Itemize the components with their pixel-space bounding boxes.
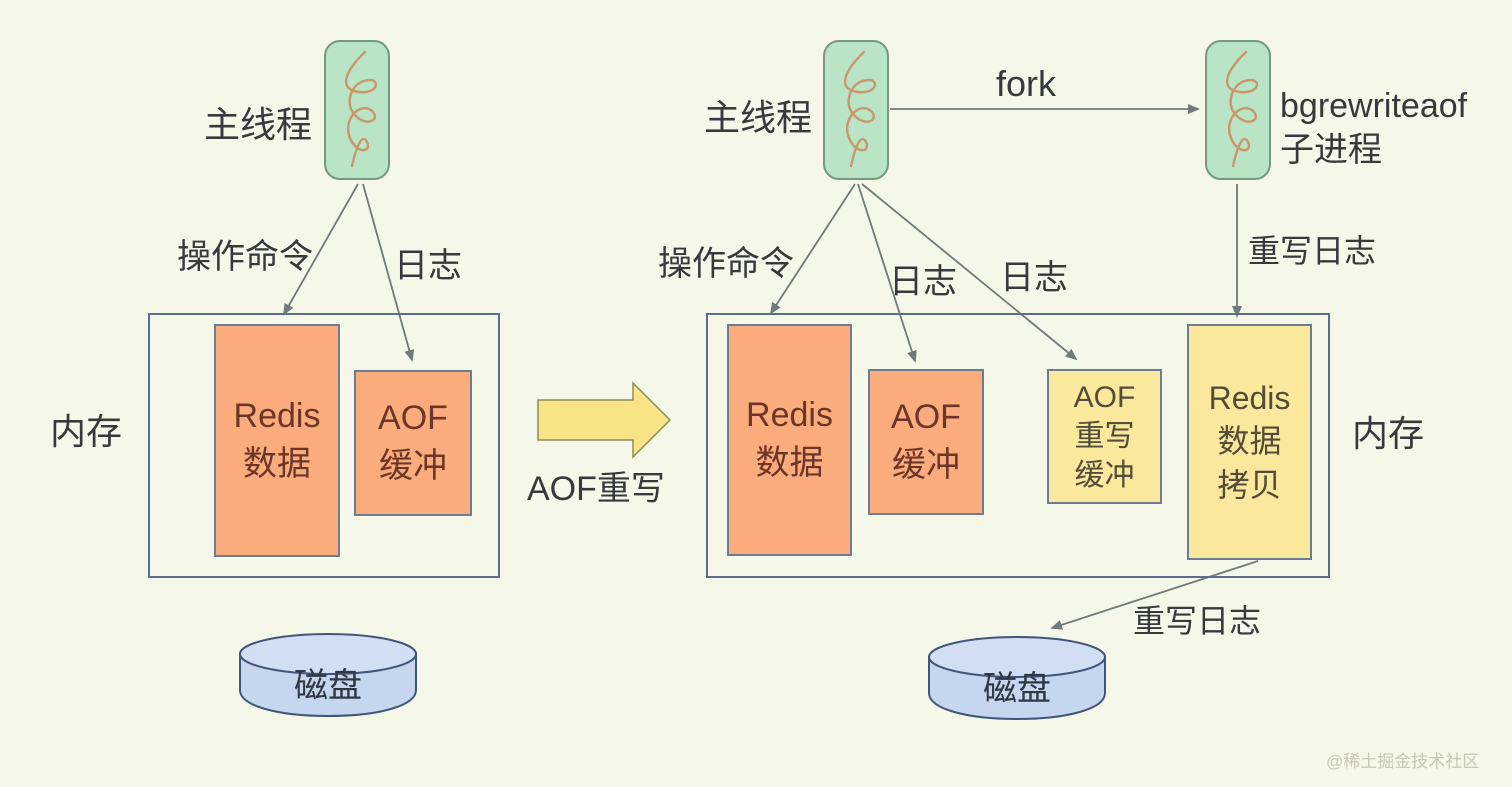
thread-squiggle-icon (344, 50, 378, 168)
child-process-box (1205, 40, 1271, 180)
fork-label: fork (996, 63, 1057, 104)
left-main-thread-box (324, 40, 390, 180)
right-log-label-1: 日志 (889, 263, 957, 301)
right-rewrite-log-bottom-label: 重写日志 (1133, 603, 1262, 639)
right-log-label-2: 日志 (1000, 259, 1068, 297)
right-redis-data-box: Redis 数据 (727, 324, 852, 556)
right-main-thread-label: 主线程 (704, 97, 813, 138)
left-disk-cylinder (239, 633, 417, 718)
left-memory-frame (148, 313, 500, 578)
left-log-label: 日志 (394, 247, 462, 285)
left-disk: 磁盘 (238, 630, 418, 718)
left-main-thread-label: 主线程 (204, 104, 313, 145)
left-aof-buffer-box: AOF 缓冲 (354, 370, 472, 516)
right-rewrite-log-top-label: 重写日志 (1248, 233, 1377, 269)
right-memory-label: 内存 (1352, 413, 1425, 454)
right-cmd-label: 操作命令 (658, 245, 794, 283)
left-cmd-label: 操作命令 (177, 238, 313, 276)
thread-squiggle-icon (1225, 50, 1259, 168)
right-disk-cylinder (928, 636, 1106, 721)
left-redis-data-box: Redis 数据 (214, 324, 340, 557)
right-memory-frame (706, 313, 1330, 578)
thread-squiggle-icon (843, 50, 877, 168)
left-memory-label: 内存 (50, 411, 123, 452)
right-disk: 磁盘 (927, 633, 1107, 721)
right-disk-label: 磁盘 (983, 669, 1051, 708)
right-redis-data-copy-box: Redis 数据 拷贝 (1187, 324, 1312, 560)
watermark: @稀土掘金技术社区 (1326, 752, 1480, 771)
right-aof-buffer-box: AOF 缓冲 (868, 369, 984, 515)
aof-rewrite-big-arrow (537, 381, 672, 459)
left-disk-label: 磁盘 (294, 666, 362, 705)
right-aof-rewrite-buffer-box: AOF 重写 缓冲 (1047, 369, 1162, 504)
child-process-label: bgrewriteaof 子进程 (1280, 87, 1468, 169)
big-arrow-label: AOF重写 (527, 470, 665, 508)
right-main-thread-box (823, 40, 889, 180)
